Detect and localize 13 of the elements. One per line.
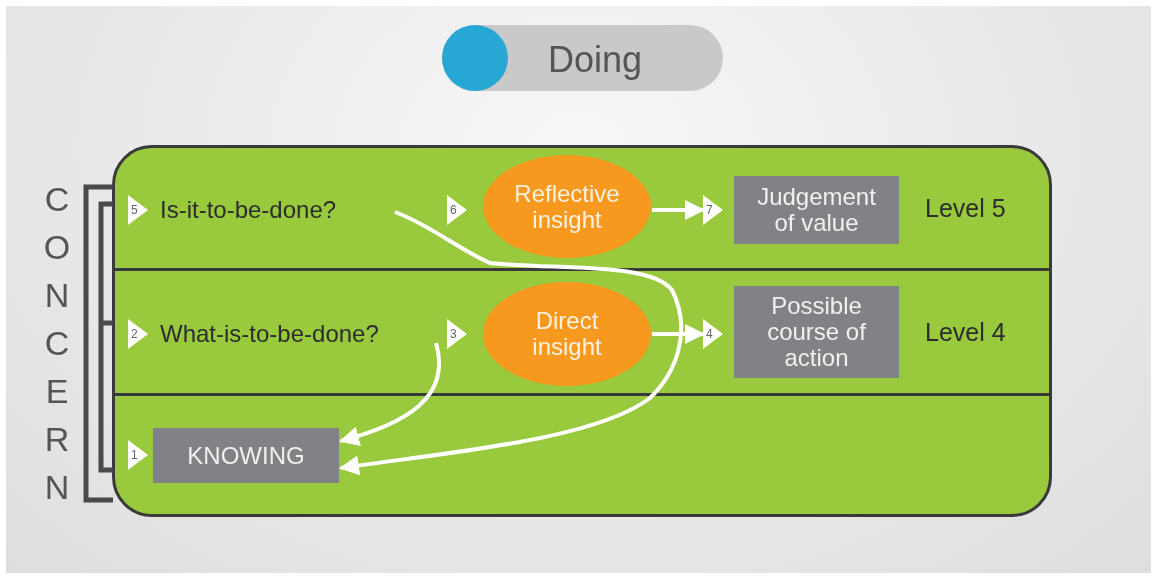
question-text: Is-it-to-be-done? [160,196,337,224]
result-box: Judgement of value [734,176,899,244]
arrow [339,210,683,476]
result-box: KNOWING [153,428,339,483]
question-text: What-is-to-be-done? [160,320,379,348]
arrow [652,200,705,220]
level-label: Level 4 [925,318,1006,347]
result-box: Possible course of action [734,286,899,378]
arrow [652,324,705,344]
arrow [339,342,441,446]
vertical-text: CONCERN [42,179,72,508]
toggle-label: Doing [548,39,643,81]
level-label: Level 5 [925,194,1006,223]
